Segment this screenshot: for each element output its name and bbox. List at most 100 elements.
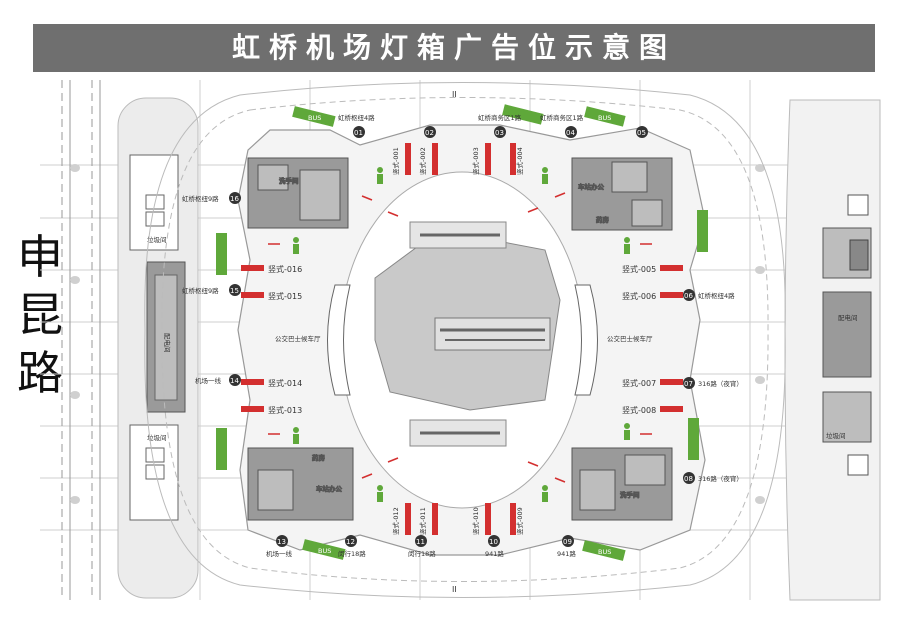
lightbox-label-004: 竖式-004 — [515, 147, 524, 175]
route-label-03: 虹桥商务区1路 — [478, 113, 522, 122]
pedestrian-icon — [542, 485, 548, 502]
pedestrian-icon — [377, 485, 383, 502]
stop-num: 01 — [354, 129, 363, 137]
stop-11: 11 — [415, 535, 427, 547]
road-label-char: 申 — [17, 230, 63, 284]
stop-num: 04 — [566, 129, 575, 137]
room-label-left-bottom: 垃圾间 — [147, 433, 167, 442]
lightbox-label-012: 竖式-012 — [391, 507, 400, 535]
lightbox-label-007: 竖式-007 — [622, 378, 656, 388]
route-label-06: 虹桥枢纽4路 — [698, 291, 735, 300]
pedestrian-icon — [377, 167, 383, 184]
bus-stop-left-lower — [216, 428, 227, 470]
stop-01: 01 — [353, 126, 365, 138]
road-label-char: 昆 — [17, 288, 63, 342]
room-label-tl: 洗手间 — [279, 176, 299, 185]
corridor-label-left: 公交巴士候车厅 — [275, 334, 321, 343]
bus-text: BUS — [598, 114, 611, 122]
route-label-01: 虹桥枢纽4路 — [338, 113, 375, 122]
title-bar: 虹桥机场灯箱广告位示意图 — [33, 24, 875, 72]
lightbox-label-013: 竖式-013 — [268, 405, 302, 415]
lightboxes — [241, 143, 683, 535]
pedestrian-icons — [293, 167, 630, 502]
stop-number-circles: 01 02 03 04 05 06 07 08 09 10 11 12 13 1… — [229, 126, 695, 547]
stop-08: 08 — [683, 472, 695, 484]
ring-roads — [144, 82, 786, 598]
pedestrian-icon — [624, 423, 630, 440]
pedestrian-icon — [542, 167, 548, 184]
bus-stop-left-upper — [216, 233, 227, 275]
stop-num: 10 — [489, 538, 498, 546]
room-label-left-mid: 配电间 — [163, 333, 172, 353]
stop-num: 14 — [230, 377, 239, 385]
route-label-08: 316路（夜宵） — [698, 474, 743, 483]
route-label-13: 机场一线 — [266, 549, 293, 558]
room-label-left-top: 垃圾间 — [147, 235, 167, 244]
crosswalk-arrows — [268, 192, 652, 483]
stop-num: 02 — [425, 129, 434, 137]
bus-stop-bottom-left: BUS — [302, 539, 346, 560]
route-label-10: 941路 — [485, 549, 504, 558]
stop-num: 07 — [684, 380, 693, 388]
route-label-12: 闵行18路 — [338, 549, 366, 558]
route-label-07: 316路（夜宵） — [698, 379, 743, 388]
stop-14: 14 — [229, 374, 241, 386]
lightbox-label-011: 竖式-011 — [418, 507, 427, 535]
room-label-tr1: 车站办公 — [578, 182, 605, 191]
terminal-map: 垃圾间 配电间 垃圾间 配电间 垃圾间 公交巴 — [40, 80, 881, 601]
stop-16: 16 — [229, 192, 241, 204]
corner-buildings: 洗手间 车站办公 药房 药房 车站办公 洗手间 — [247, 157, 673, 521]
pedestrian-icon — [624, 237, 630, 254]
stop-10: 10 — [488, 535, 500, 547]
stop-num: 06 — [684, 292, 693, 300]
bus-stop-bottom-right: BUS — [582, 540, 626, 561]
stop-04: 04 — [565, 126, 577, 138]
room-label-right-mid: 配电间 — [838, 313, 858, 322]
bus-stop-right-lower — [688, 418, 699, 460]
stop-num: 15 — [230, 287, 239, 295]
bus-stops: BUS BUS BUS BUS — [216, 104, 708, 561]
room-label-tr2: 药房 — [596, 215, 609, 224]
route-label-16: 虹桥枢纽9路 — [182, 194, 219, 203]
lightbox-label-016: 竖式-016 — [268, 264, 302, 274]
corridor-label-right: 公交巴士候车厅 — [607, 334, 653, 343]
stop-09: 09 — [562, 535, 574, 547]
stop-num: 03 — [495, 129, 504, 137]
stop-02: 02 — [424, 126, 436, 138]
stop-num: 09 — [563, 538, 572, 546]
room-label-bl1: 药房 — [312, 453, 325, 462]
lightbox-labels-vertical: 竖式-001 竖式-002 竖式-003 竖式-004 竖式-009 竖式-01… — [391, 147, 524, 535]
bus-text: BUS — [318, 547, 331, 555]
room-label-bl2: 车站办公 — [316, 484, 343, 493]
stop-03: 03 — [494, 126, 506, 138]
stop-num: 08 — [684, 475, 693, 483]
lightbox-label-015: 竖式-015 — [268, 291, 302, 301]
bus-stop-right-upper — [697, 210, 708, 252]
road-label-text: 申昆路 — [10, 228, 70, 402]
route-label-11: 闵行18路 — [408, 549, 436, 558]
stop-07: 07 — [683, 377, 695, 389]
bus-stop-top-mid — [502, 104, 544, 125]
pedestrian-icon — [293, 237, 299, 254]
road-label-char: 路 — [17, 346, 63, 400]
stop-12: 12 — [345, 535, 357, 547]
route-labels: 虹桥枢纽4路 虹桥商务区1路 虹桥商务区1路 虹桥枢纽4路 316路（夜宵） 3… — [182, 113, 743, 558]
lightbox-label-006: 竖式-006 — [622, 291, 656, 301]
lightbox-label-002: 竖式-002 — [418, 147, 427, 175]
stop-num: 12 — [346, 538, 355, 546]
page-title: 虹桥机场灯箱广告位示意图 — [231, 31, 676, 64]
lightbox-label-001: 竖式-001 — [391, 147, 400, 175]
route-label-04: 虹桥商务区1路 — [540, 113, 584, 122]
stop-13: 13 — [276, 535, 288, 547]
lightbox-label-009: 竖式-009 — [515, 507, 524, 535]
road-label-shenkun: 申昆路 — [10, 228, 70, 402]
bus-text: BUS — [598, 548, 611, 556]
lightbox-label-003: 竖式-003 — [471, 147, 480, 175]
pedestrian-icon — [293, 427, 299, 444]
left-service-block: 垃圾间 配电间 垃圾间 — [117, 97, 199, 599]
bus-stop-top-right: BUS — [584, 106, 626, 127]
room-label-br: 洗手间 — [620, 490, 640, 499]
stop-num: 13 — [277, 538, 286, 546]
lightbox-label-005: 竖式-005 — [622, 264, 656, 274]
lightbox-labels-horizontal: 竖式-016 竖式-015 竖式-014 竖式-013 竖式-005 竖式-00… — [268, 264, 656, 415]
